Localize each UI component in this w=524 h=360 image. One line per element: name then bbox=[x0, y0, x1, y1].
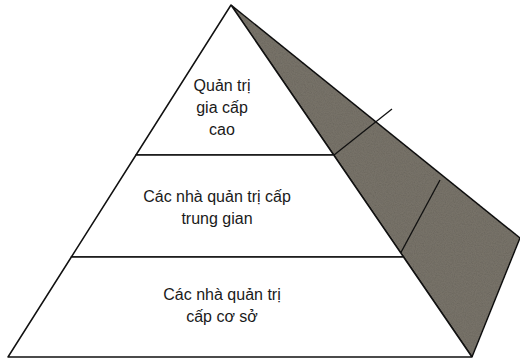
band-shape bbox=[71, 155, 403, 257]
pyramid-band: Các nhà quản trị cấp cơ sở bbox=[8, 257, 472, 357]
pyramid-band: Quản trị gia cấp cao bbox=[135, 5, 334, 155]
band-outline bbox=[71, 155, 404, 257]
side-divider bbox=[334, 109, 392, 155]
band-label: Quản trị gia cấp cao bbox=[190, 75, 254, 141]
band-label: Các nhà quản trị cấp cơ sở bbox=[157, 284, 287, 328]
band-shape bbox=[8, 257, 472, 357]
band-shape bbox=[136, 5, 334, 155]
pyramid-band: Các nhà quản trị cấp trung gian bbox=[71, 155, 404, 257]
side-divider bbox=[399, 180, 441, 257]
band-outline bbox=[8, 257, 472, 357]
band-label: Các nhà quản trị cấp trung gian bbox=[142, 186, 292, 230]
